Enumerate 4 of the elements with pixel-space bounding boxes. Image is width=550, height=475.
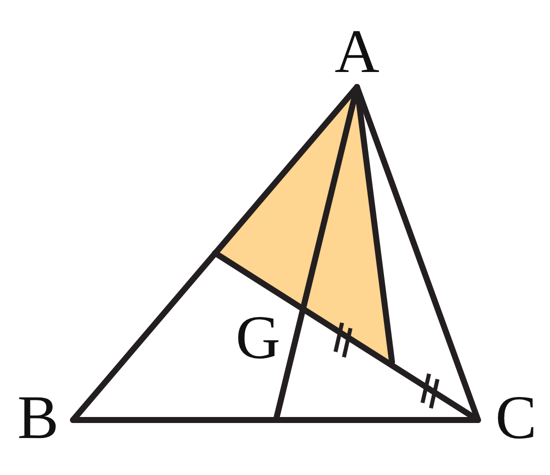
vertex-label: G: [236, 307, 280, 369]
vertex-label: A: [334, 21, 380, 83]
vertex-label: C: [495, 387, 537, 449]
vertex-label: B: [17, 387, 59, 449]
